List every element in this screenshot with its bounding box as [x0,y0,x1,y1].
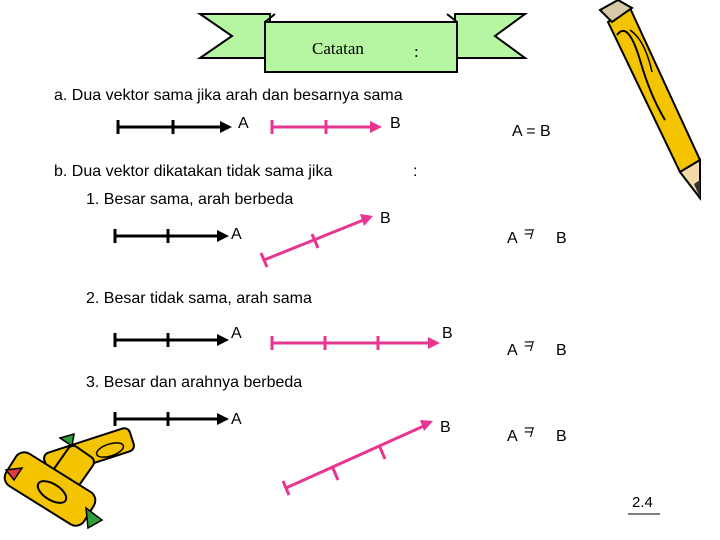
section-b-colon: : [413,163,418,180]
vector-a-section-a [116,120,232,134]
item-2-not-equal-slash: / [530,338,534,354]
section-b-text: b. Dua vektor dikatakan tidak sama jika [54,163,333,180]
vector-a-item-1 [113,229,229,243]
section-a-label-b: B [390,115,401,132]
item-3-label-a: A [231,411,242,428]
item-2-text: 2. Besar tidak sama, arah sama [86,290,312,307]
item-1-result-b: B [556,230,567,247]
item-3-result-b: B [556,428,567,445]
item-2-not-equal: = [524,336,534,353]
item-1-label-a: A [231,226,242,243]
vector-a-item-3 [113,412,229,426]
vector-b-section-a [270,120,382,134]
item-2-label-b: B [442,325,453,342]
vector-b-item-3 [281,420,433,496]
item-2-label-a: A [231,325,242,342]
section-a-label-a: A [238,115,249,132]
banner-title: Catatan [312,39,364,58]
item-3-result-a: A [507,428,518,445]
item-2-result-a: A [507,342,518,359]
item-1-result-a: A [507,230,518,247]
item-1-label-b: B [380,210,391,227]
pencil-icon [598,0,702,201]
section-a-result: A = B [512,123,551,140]
item-3-not-equal: = [524,422,534,439]
item-1-text: 1. Besar sama, arah berbeda [86,191,294,208]
item-3-not-equal-slash: / [530,424,534,440]
vector-b-item-1 [259,214,373,268]
banner-scroll [196,13,529,73]
item-2-result-b: B [556,342,567,359]
item-1-not-equal: = [524,224,534,241]
page-number: 2.4 [632,494,653,511]
banner-colon: : [414,42,419,61]
item-3-label-b: B [440,419,451,436]
section-a-text: a. Dua vektor sama jika arah dan besarny… [54,87,403,104]
item-3-text: 3. Besar dan arahnya berbeda [86,374,303,391]
vector-b-item-2 [270,336,440,350]
crayons-icon [3,427,135,530]
vector-a-item-2 [113,333,229,347]
item-1-not-equal-slash: / [530,226,534,242]
